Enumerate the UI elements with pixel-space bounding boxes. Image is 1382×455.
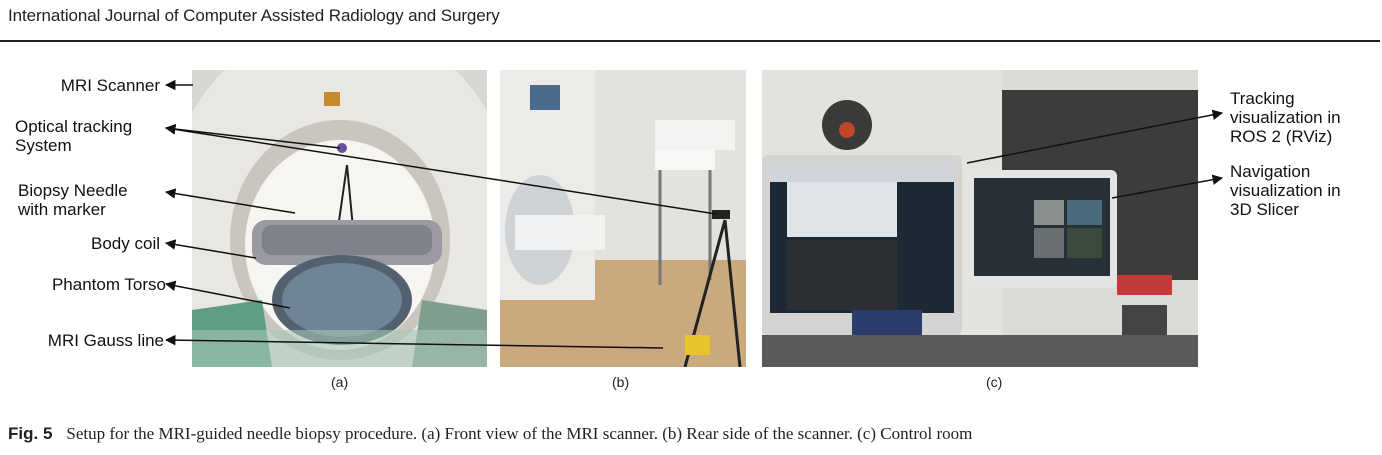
label-nav-line3: 3D Slicer — [1230, 200, 1299, 219]
photo-b-rear-view — [500, 70, 746, 367]
label-phantom-torso: Phantom Torso — [51, 275, 166, 294]
arrow-optical-a — [164, 123, 341, 149]
label-nav-line1: Navigation — [1230, 162, 1311, 181]
label-gauss-line: MRI Gauss line — [47, 331, 164, 350]
arrow-gauss-line — [164, 334, 664, 349]
label-biopsy-needle: Biopsy Needle with marker — [18, 181, 128, 219]
arrow-tracking — [966, 109, 1224, 164]
label-nav-line2: visualization in — [1230, 181, 1341, 200]
label-navigation-viz: Navigation visualization in 3D Slicer — [1230, 162, 1341, 219]
caption-text: Setup for the MRI-guided needle biopsy p… — [66, 424, 973, 443]
label-mri-scanner: MRI Scanner — [60, 76, 160, 95]
arrow-phantom — [164, 280, 291, 309]
subfigure-a-label: (a) — [331, 374, 349, 390]
label-tracking-line3: ROS 2 (RViz) — [1230, 127, 1333, 146]
label-needle-line1: Biopsy Needle — [18, 181, 128, 200]
journal-title: International Journal of Computer Assist… — [8, 6, 500, 25]
arrow-optical-b — [164, 124, 717, 215]
label-tracking-viz: Tracking visualization in ROS 2 (RViz) — [1230, 89, 1341, 146]
photo-c-control-room — [762, 70, 1198, 367]
arrow-needle — [164, 188, 296, 214]
label-tracking-line2: visualization in — [1230, 108, 1341, 127]
label-optical-line1: Optical tracking — [15, 117, 133, 136]
label-optical-line2: System — [15, 136, 72, 155]
subfigure-b-label: (b) — [612, 374, 630, 390]
label-tracking-line1: Tracking — [1230, 89, 1295, 108]
label-optical-tracking: Optical tracking System — [15, 117, 132, 155]
arrow-body-coil — [164, 239, 257, 259]
arrow-navigation — [1111, 174, 1224, 199]
figure-caption: Fig. 5 Setup for the MRI-guided needle bi… — [8, 424, 972, 444]
caption-label: Fig. 5 — [8, 424, 53, 443]
header-rule — [0, 40, 1380, 42]
label-needle-line2: with marker — [18, 200, 106, 219]
subfigure-c-label: (c) — [986, 374, 1003, 390]
label-body-coil: Body coil — [91, 234, 160, 253]
